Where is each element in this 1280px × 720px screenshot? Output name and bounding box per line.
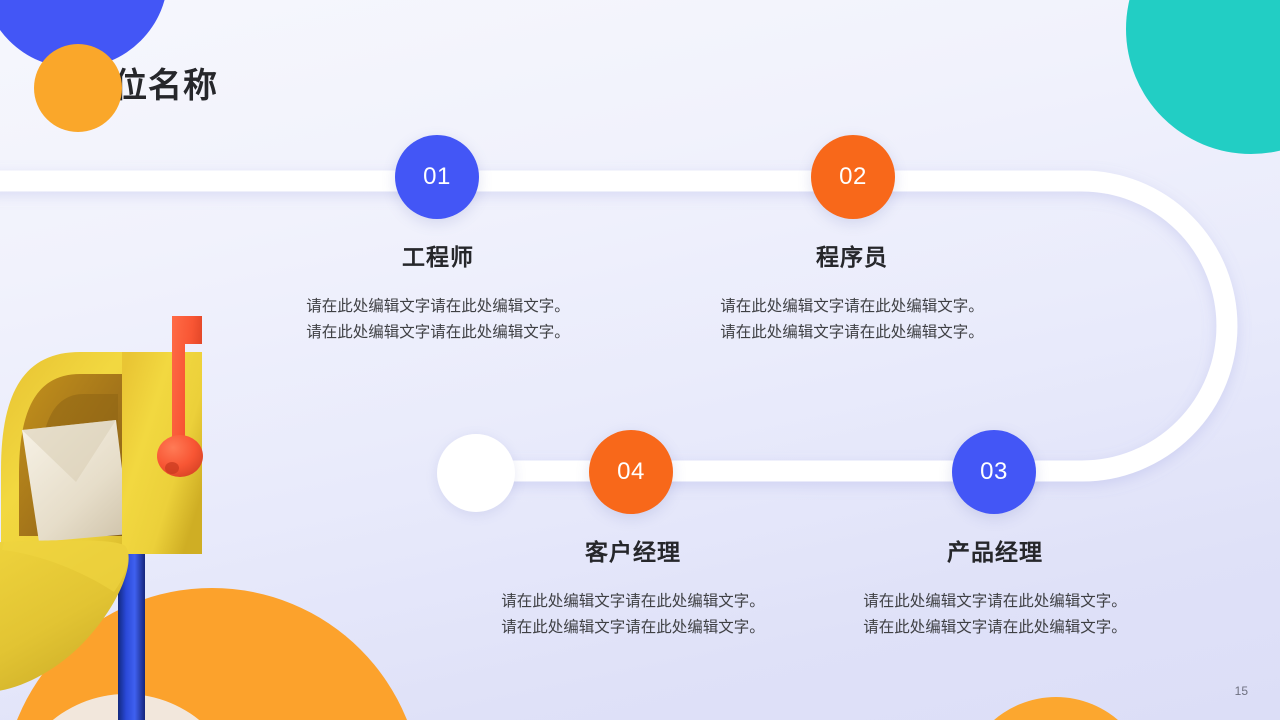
step-block-02: 程序员 请在此处编辑文字请在此处编辑文字。 请在此处编辑文字请在此处编辑文字。 — [702, 238, 1002, 346]
step-node-04[interactable]: 04 — [589, 430, 673, 514]
step-title-04: 客户经理 — [585, 539, 681, 565]
step-number-03: 03 — [980, 458, 1008, 485]
step-number-02: 02 — [839, 163, 867, 190]
step-title-01: 工程师 — [402, 244, 474, 270]
step-body-line2-03: 请在此处编辑文字请在此处编辑文字。 — [863, 619, 1127, 636]
step-body-line2-02: 请在此处编辑文字请在此处编辑文字。 — [720, 324, 984, 341]
step-title-03: 产品经理 — [947, 539, 1043, 565]
step-title-02: 程序员 — [816, 244, 888, 270]
step-body-line1-03: 请在此处编辑文字请在此处编辑文字。 — [863, 593, 1127, 610]
orange-accent-circle-decoration — [34, 44, 122, 132]
step-body-line1-04: 请在此处编辑文字请在此处编辑文字。 — [501, 593, 765, 610]
page-number: 15 — [1234, 684, 1248, 698]
step-body-line2-01: 请在此处编辑文字请在此处编辑文字。 — [306, 324, 570, 341]
step-number-01: 01 — [423, 163, 451, 190]
step-node-02[interactable]: 02 — [811, 135, 895, 219]
step-body-line1-02: 请在此处编辑文字请在此处编辑文字。 — [720, 298, 984, 315]
step-block-03: 产品经理 请在此处编辑文字请在此处编辑文字。 请在此处编辑文字请在此处编辑文字。 — [848, 533, 1142, 641]
mailbox-illustration — [0, 316, 203, 720]
orange-circle-bottom-right-decoration — [961, 697, 1151, 720]
step-node-03[interactable]: 03 — [952, 430, 1036, 514]
step-node-01[interactable]: 01 — [395, 135, 479, 219]
teal-circle-top-right-decoration — [1126, 0, 1280, 154]
step-number-04: 04 — [617, 458, 645, 485]
step-block-01: 工程师 请在此处编辑文字请在此处编辑文字。 请在此处编辑文字请在此处编辑文字。 — [288, 238, 588, 346]
timeline-endpoint-circle — [437, 434, 515, 512]
step-body-line1-01: 请在此处编辑文字请在此处编辑文字。 — [306, 298, 570, 315]
step-block-04: 客户经理 请在此处编辑文字请在此处编辑文字。 请在此处编辑文字请在此处编辑文字。 — [483, 533, 783, 641]
step-body-line2-04: 请在此处编辑文字请在此处编辑文字。 — [501, 619, 765, 636]
